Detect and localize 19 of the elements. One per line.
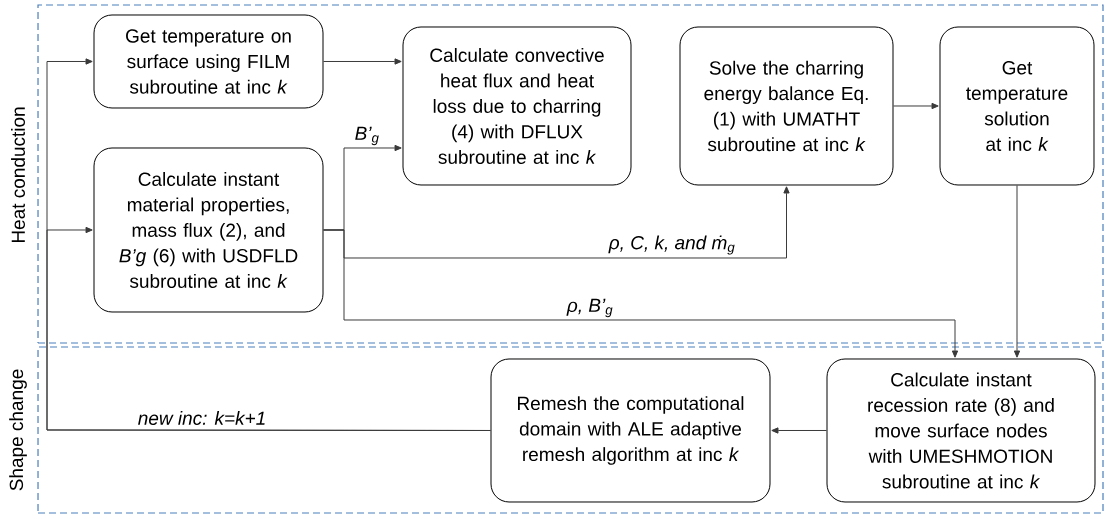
edge-label: ρ, C, k, and ṁ$_{g}$ — [607, 234, 737, 256]
arrow — [46, 226, 491, 431]
arrow — [323, 58, 402, 65]
region-heading: Heat conduction — [11, 107, 25, 243]
process-box: Calculate convective heat flux and heat loss due to charring (4) with DFLUX subroutine at inc k — [402, 26, 632, 186]
edge-label: B’$_{g}$ — [353, 125, 381, 147]
process-box: Calculate instant material properties, mass flux (2), and B’g (6) with USDFLD subroutine at inc k — [93, 147, 324, 313]
arrow — [1013, 185, 1021, 358]
arrow — [771, 427, 827, 434]
region-heading: Shape change — [9, 369, 27, 491]
process-box: Solve the charring energy balance Eq. (1) with UMATHT subroutine at inc k — [679, 26, 894, 186]
process-box: Get temperature solution at inc k — [939, 26, 1095, 186]
process-box: Remesh the computational domain with ALE adaptive remesh algorithm at inc k — [490, 358, 771, 503]
process-box: Calculate instant recession rate (8) and move surface nodes with UMESHMOTION subroutine at inc k — [826, 358, 1096, 503]
arrow — [323, 229, 959, 358]
edge-label: new inc: k=k+1 — [136, 410, 268, 426]
edge-label: ρ, B’$_{g}$ — [565, 297, 615, 319]
arrow — [893, 102, 939, 110]
process-box: Get temperature on surface using FILM subroutine at inc k — [93, 14, 324, 109]
